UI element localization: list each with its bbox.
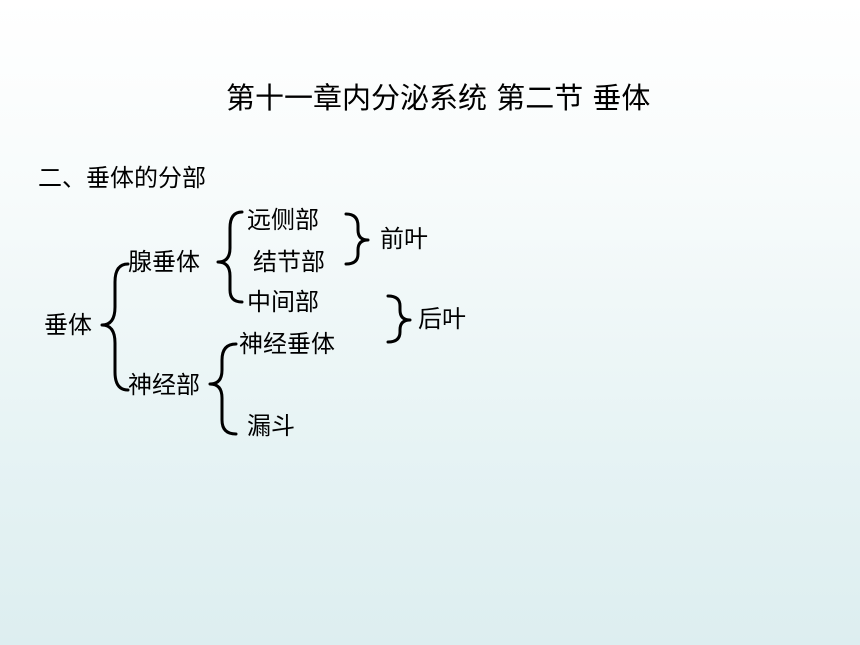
node-adenohypophysis: 腺垂体 [128,248,200,276]
node-neural-lobe: 神经垂体 [239,330,335,358]
posterior-brace [386,294,412,344]
node-pars-intermedia: 中间部 [247,288,319,316]
anterior-brace [344,212,370,266]
node-pars-tuberalis: 结节部 [253,248,325,276]
node-infundibulum: 漏斗 [247,412,295,440]
section-subtitle: 二、垂体的分部 [38,164,206,192]
node-pars-distalis: 远侧部 [247,206,319,234]
neuro-brace [208,342,238,436]
node-anterior-lobe: 前叶 [380,225,428,253]
adeno-brace [216,210,244,304]
node-neurohypophysis: 神经部 [128,371,200,399]
node-posterior-lobe: 后叶 [418,305,466,333]
slide-title: 第十一章内分泌系统 第二节 垂体 [226,81,651,115]
node-pituitary: 垂体 [44,311,92,339]
root-brace [100,262,130,392]
